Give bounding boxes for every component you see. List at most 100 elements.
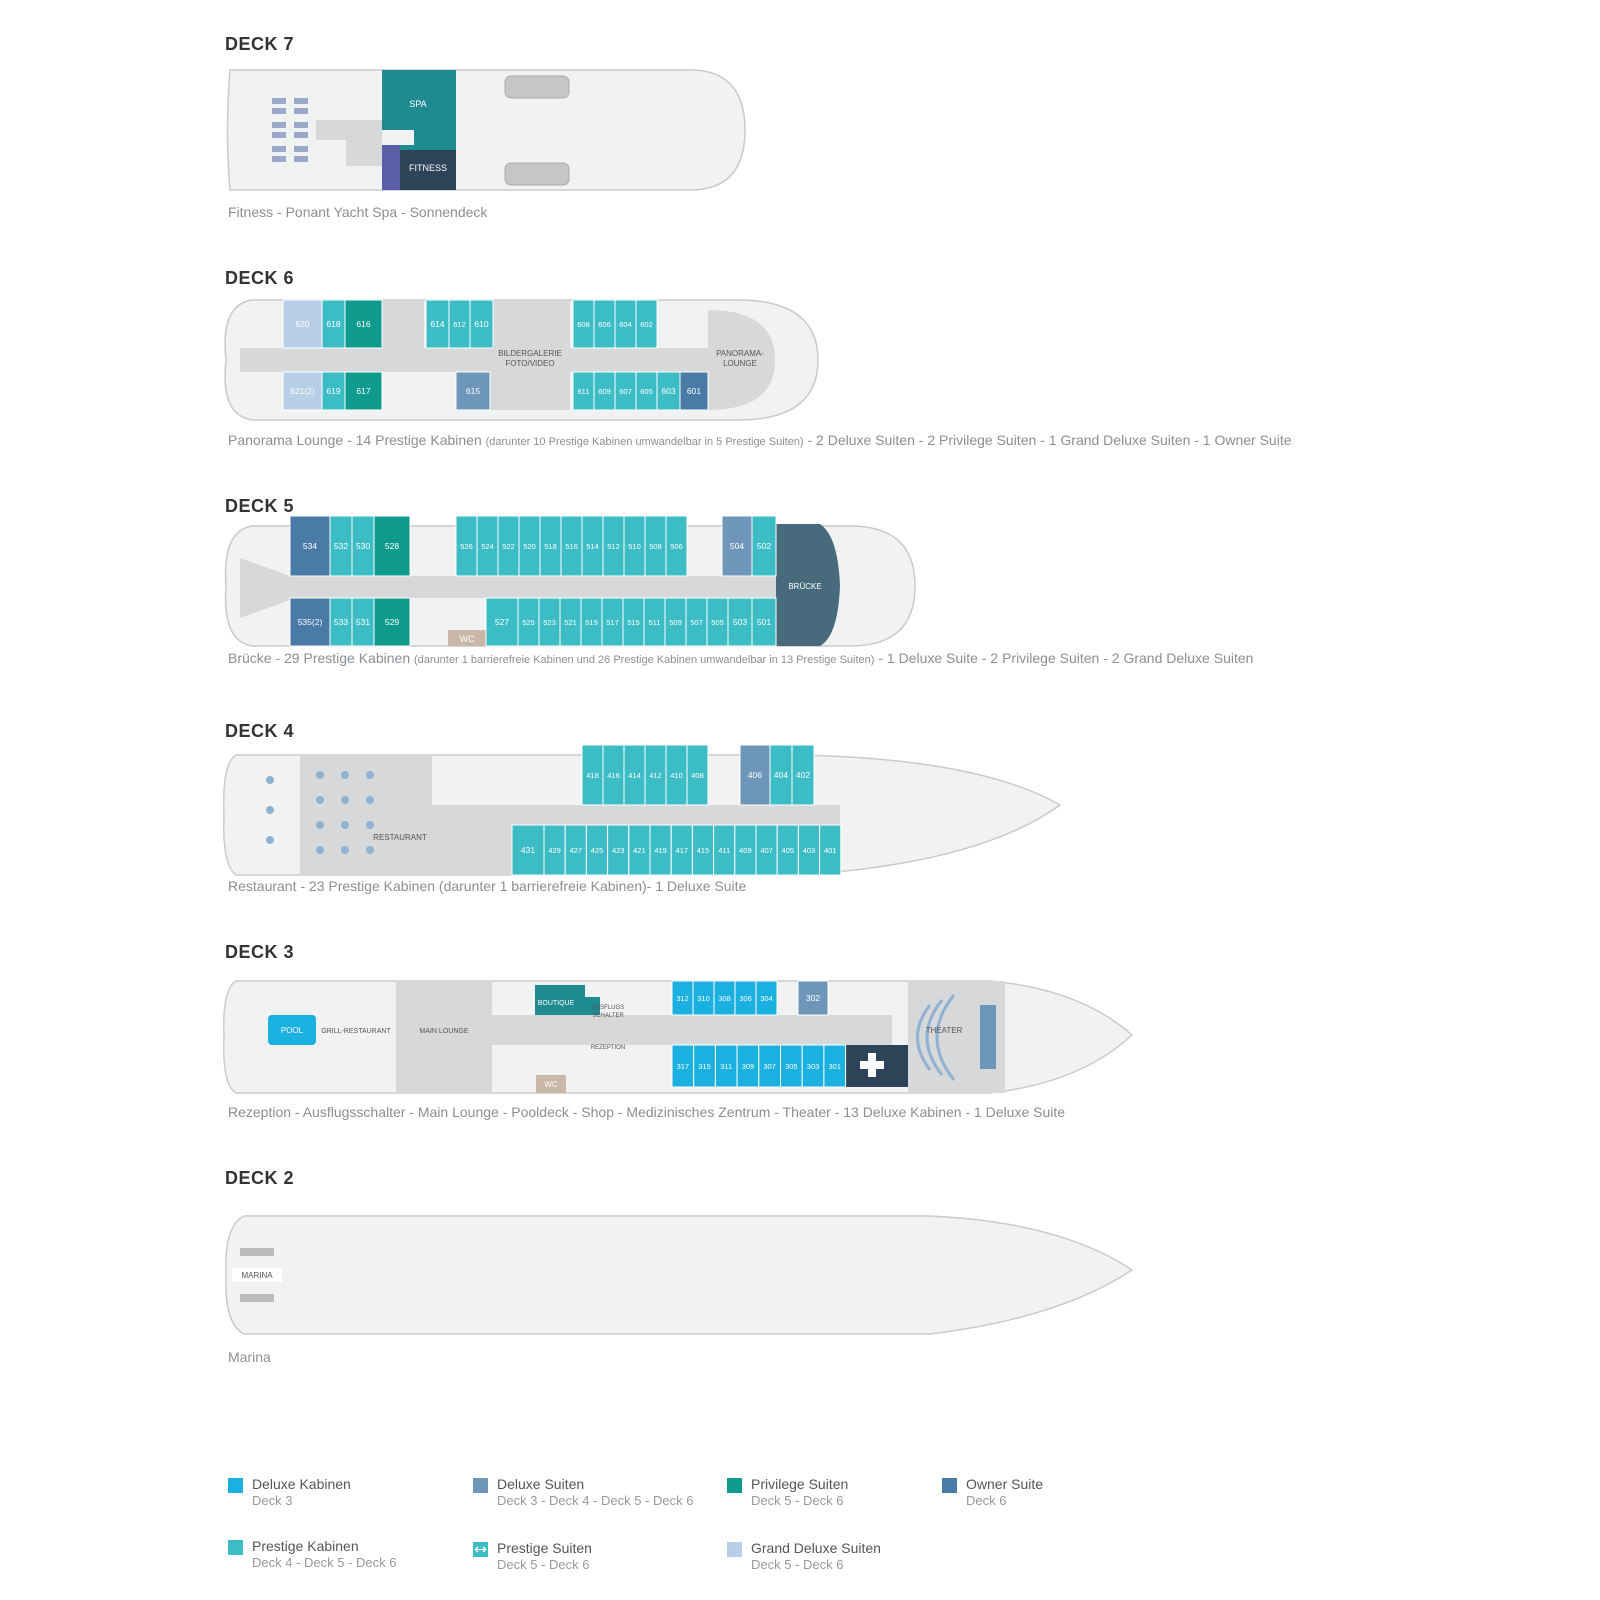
cabin-number-611: 611 — [578, 387, 590, 396]
cabin-601 — [679, 371, 709, 411]
cabin-number-423: 423 — [612, 846, 625, 855]
cabin-610 — [469, 299, 494, 349]
cabin-number-315: 315 — [698, 1062, 711, 1071]
cabin-number-502: 502 — [757, 541, 771, 551]
cabin-number-414: 414 — [628, 771, 641, 780]
legend-label: Privilege Suiten — [751, 1476, 849, 1492]
deck5-description-main: Brücke - 29 Prestige Kabinen — [228, 650, 414, 666]
cabin-number-620: 620 — [295, 319, 309, 329]
cabin-number-535: 535(2) — [298, 617, 323, 627]
deck3-wc-label: WC — [544, 1080, 558, 1089]
deck3-medical-cross — [860, 1053, 884, 1077]
cabin-602 — [635, 299, 658, 349]
cabin-number-409: 409 — [739, 846, 752, 855]
deck5-wc-label: WC — [460, 634, 475, 644]
deck5-corridor — [290, 576, 780, 598]
deck7-plan: SPA FITNESS — [226, 69, 746, 191]
cabin-506 — [665, 515, 688, 577]
deck5-wc — [448, 630, 486, 646]
double-arrow-icon — [474, 1546, 487, 1553]
cabin-401 — [819, 824, 842, 876]
deck2-ramp-top — [240, 1248, 274, 1256]
deck3-theater-rows — [916, 994, 956, 1081]
cabin-number-520: 520 — [523, 542, 536, 551]
cabin-number-504: 504 — [730, 541, 744, 551]
deck3-grill-label: GRILL-RESTAURANT — [321, 1028, 391, 1035]
deck4-title: DECK 4 — [225, 721, 295, 741]
deck7-title: DECK 7 — [225, 34, 295, 54]
deck6-stair-block — [380, 300, 424, 348]
deck3-lobby — [492, 1015, 892, 1045]
deck6-description-small: (darunter 10 Prestige Kabinen umwandelba… — [485, 436, 804, 448]
cabin-number-522: 522 — [502, 542, 515, 551]
cabin-number-301: 301 — [828, 1062, 841, 1071]
cabin-number-527: 527 — [495, 617, 509, 627]
cabin-number-419: 419 — [654, 846, 667, 855]
cabin-number-531: 531 — [356, 617, 370, 627]
deck2-ramp-bottom — [240, 1294, 274, 1302]
cabin-617 — [344, 371, 383, 411]
cabin-number-511: 511 — [649, 618, 661, 627]
legend-swatch — [942, 1478, 957, 1493]
deck5-bridge-label: BRÜCKE — [788, 582, 821, 591]
deck3-boutique-label: BOUTIQUE — [538, 1000, 575, 1007]
deck5-title: DECK 5 — [225, 496, 295, 516]
cabin-number-621: 621(2) — [290, 386, 315, 396]
deck3-boutique — [535, 985, 600, 1015]
deck3-description: Rezeption - Ausflugsschalter - Main Loun… — [228, 1104, 1066, 1120]
cabin-number-407: 407 — [760, 846, 773, 855]
cabin-number-417: 417 — [676, 846, 689, 855]
cabin-number-418: 418 — [586, 771, 599, 780]
cabin-number-619: 619 — [326, 386, 340, 396]
cabin-number-408: 408 — [691, 771, 704, 780]
cabin-number-310: 310 — [697, 994, 710, 1003]
cabin-number-616: 616 — [356, 319, 370, 329]
deck4-service — [432, 825, 512, 875]
deck3-plan: POOL GRILL-RESTAURANT MAIN LOUNGE BOUTIQ… — [223, 980, 1134, 1094]
deck3-pool-label: POOL — [281, 1026, 304, 1035]
cabin-number-533: 533 — [334, 617, 348, 627]
cabin-number-503: 503 — [733, 617, 747, 627]
legend-sub: Deck 3 — [252, 1493, 293, 1508]
cabin-number-512: 512 — [607, 542, 620, 551]
legend-swatch — [473, 1542, 488, 1557]
cabin-number-309: 309 — [742, 1062, 755, 1071]
legend-label: Deluxe Kabinen — [252, 1476, 351, 1492]
legend-sub: Deck 5 - Deck 6 — [751, 1557, 844, 1572]
cabin-number-534: 534 — [303, 541, 317, 551]
deck6-description-main: Panorama Lounge - 14 Prestige Kabinen — [228, 432, 486, 448]
deck3-wc — [536, 1075, 566, 1093]
cabin-number-524: 524 — [481, 542, 494, 551]
cabin-number-311: 311 — [720, 1062, 732, 1071]
cabin-number-421: 421 — [633, 846, 646, 855]
deck2-plan: MARINA — [225, 1215, 1134, 1335]
cabin-number-507: 507 — [690, 618, 703, 627]
cabin-number-509: 509 — [669, 618, 682, 627]
cabin-number-306: 306 — [739, 994, 752, 1003]
deck3-pool — [268, 1015, 316, 1045]
legend-sub: Deck 6 — [966, 1493, 1007, 1508]
deck6-plan: BILDERGALERIE FOTO/VIDEO PANORAMA- LOUNG… — [224, 299, 819, 421]
legend-sub: Deck 4 - Deck 5 - Deck 6 — [252, 1555, 397, 1570]
cabin-number-529: 529 — [385, 617, 399, 627]
cabin-number-403: 403 — [803, 846, 816, 855]
deck3-lounge-label: MAIN LOUNGE — [419, 1028, 468, 1035]
cabin-402 — [791, 744, 815, 806]
cabin-503 — [727, 597, 753, 647]
cabin-number-404: 404 — [774, 770, 788, 780]
legend-label: Owner Suite — [966, 1476, 1044, 1492]
deck2-hull — [225, 1215, 1134, 1335]
cabin-number-415: 415 — [697, 846, 710, 855]
cabin-number-308: 308 — [718, 994, 731, 1003]
deck7-fitness-label: FITNESS — [409, 163, 447, 173]
cabin-502 — [751, 515, 777, 577]
cabin-number-604: 604 — [619, 320, 632, 329]
cabin-number-505: 505 — [711, 618, 724, 627]
deck7-spa-label: SPA — [409, 99, 426, 109]
cabin-number-317: 317 — [677, 1062, 690, 1071]
deck7-corridor — [316, 120, 382, 140]
deck5-description: Brücke - 29 Prestige Kabinen (darunter 1… — [228, 650, 1253, 666]
